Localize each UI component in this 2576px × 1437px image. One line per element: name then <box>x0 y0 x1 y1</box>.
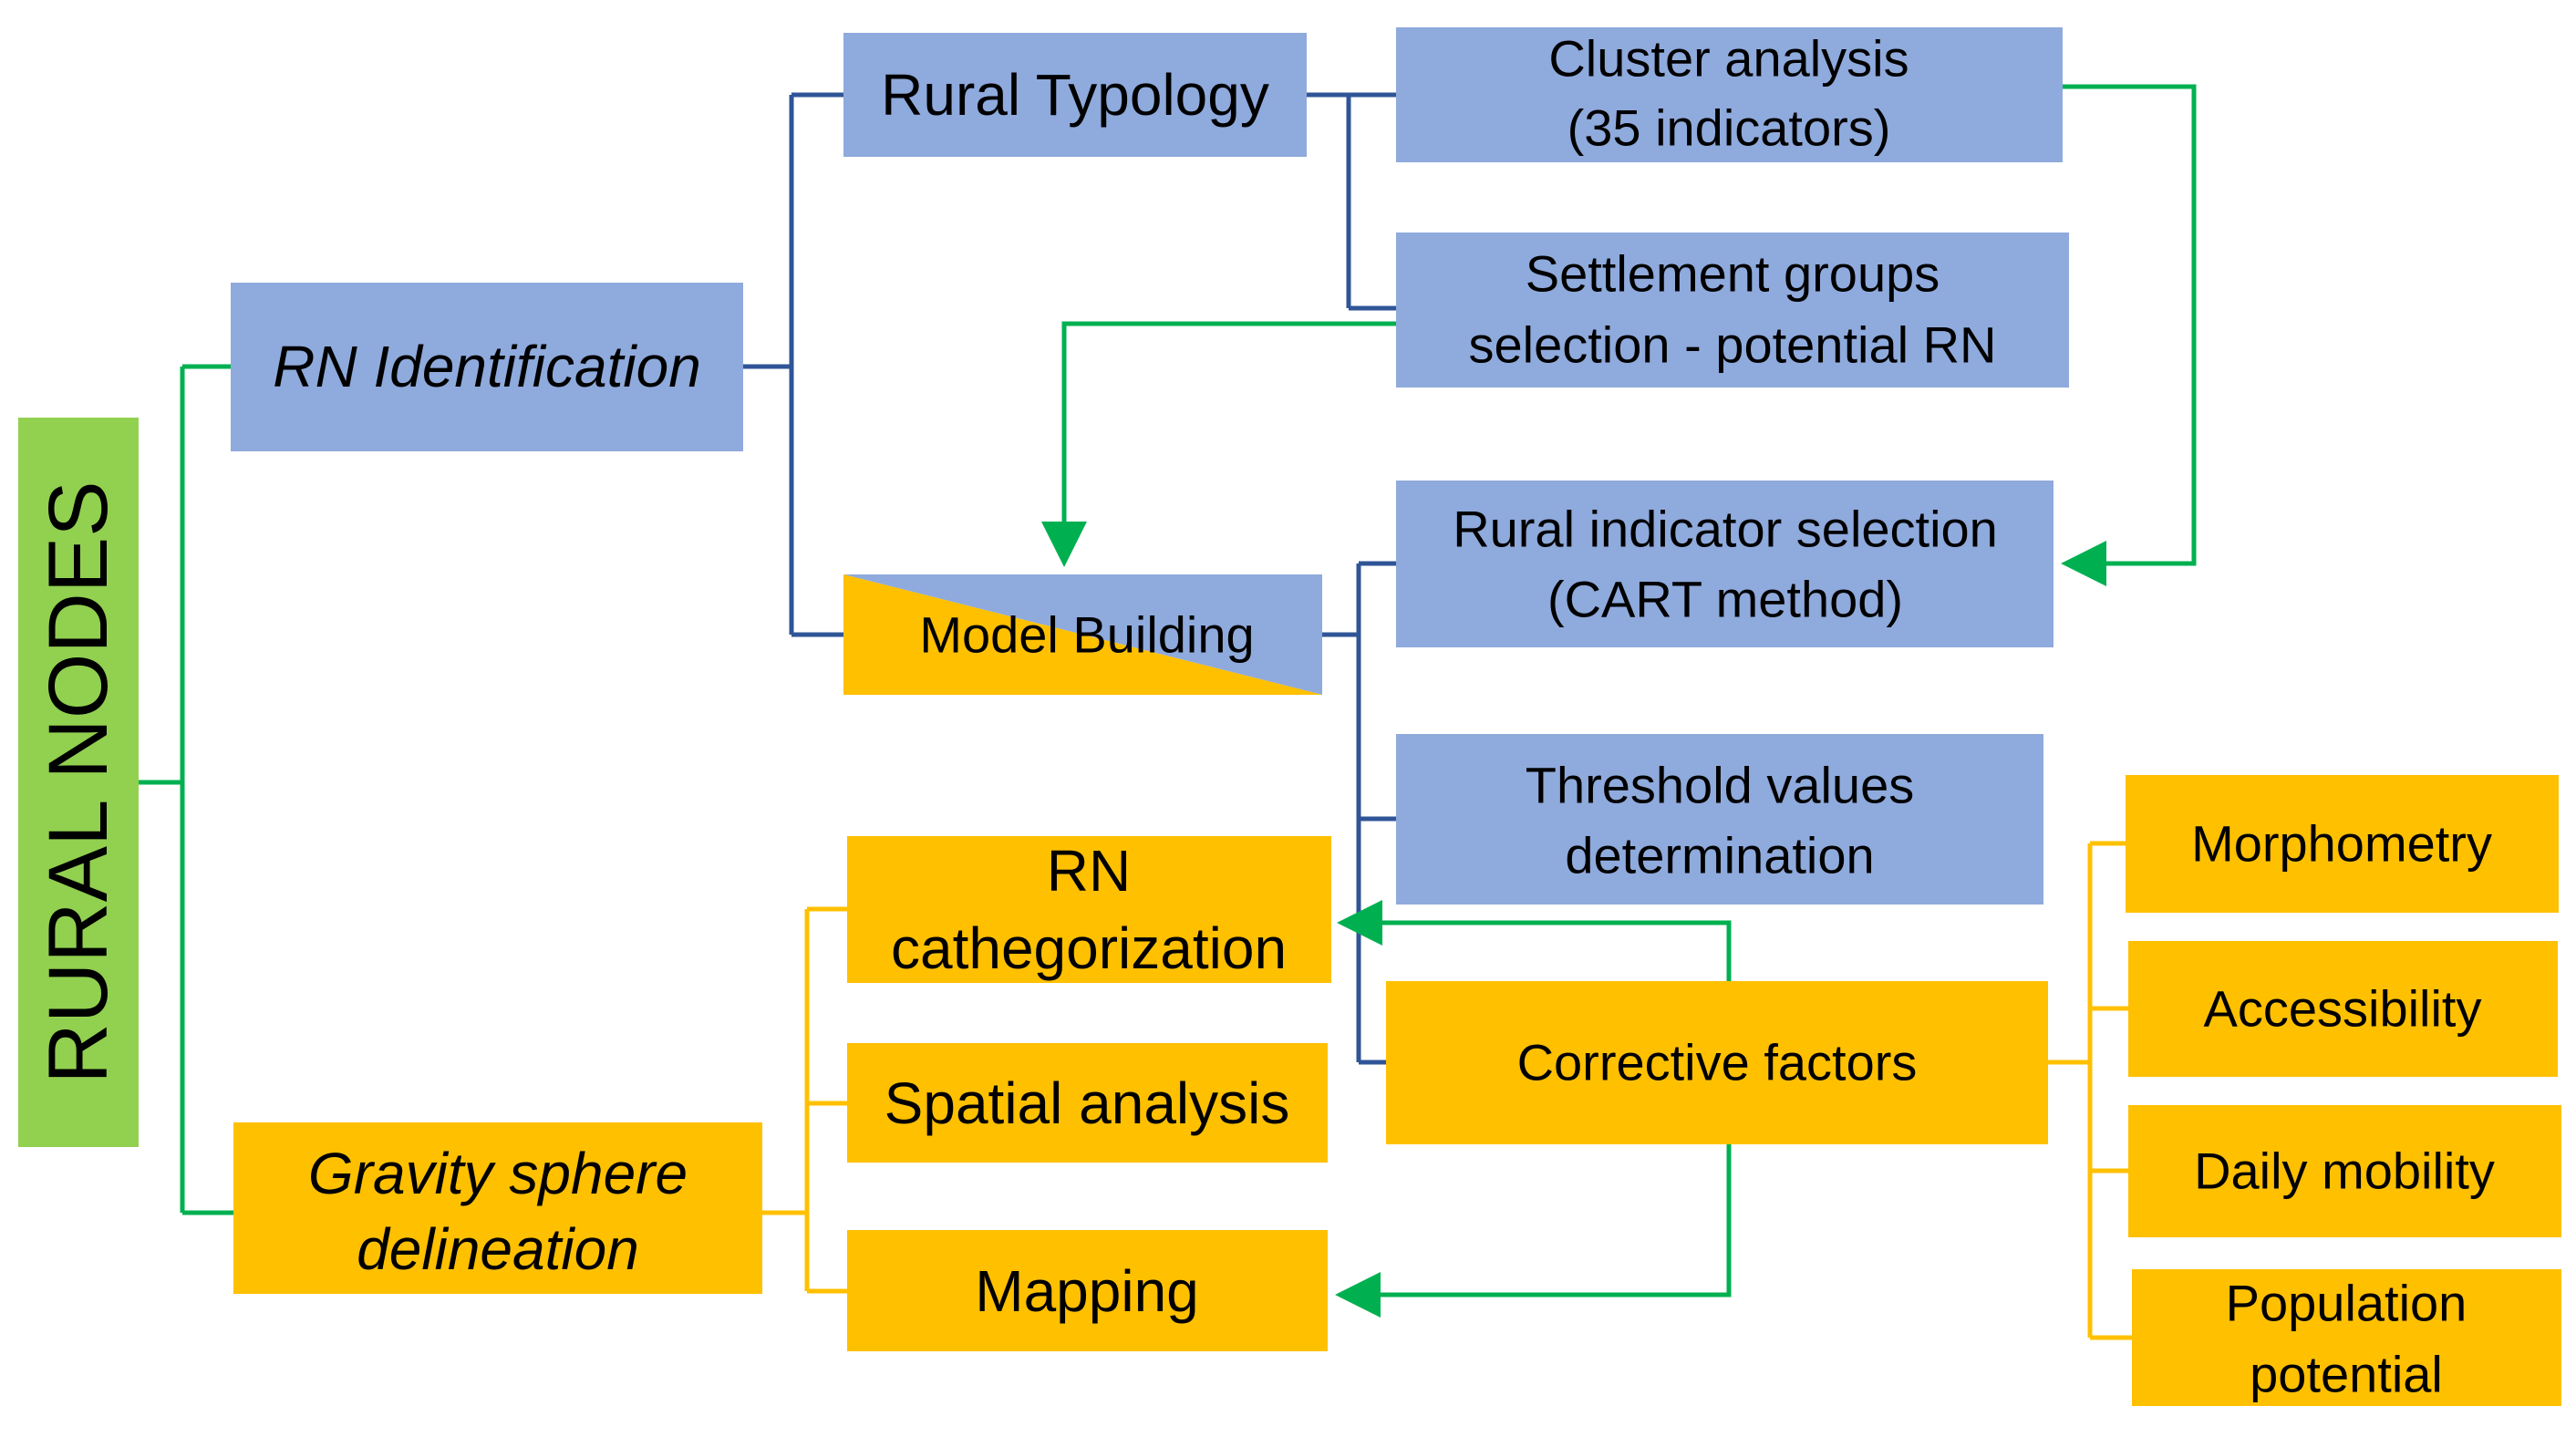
settlement-groups-label-line1: Settlement groups <box>1526 245 1940 303</box>
spatial-analysis-node: Spatial analysis <box>847 1043 1328 1163</box>
threshold-values-node: Threshold values determination <box>1396 734 2043 905</box>
rural-indicator-node: Rural indicator selection (CART method) <box>1396 481 2054 647</box>
corrective-factors-box <box>1386 981 2048 1144</box>
accessibility-box <box>2128 941 2558 1077</box>
morphometry-box <box>2126 775 2559 913</box>
gravity-sphere-node: Gravity sphere delineation <box>233 1122 762 1294</box>
rural-typology-label: Rural Typology <box>881 62 1269 128</box>
gravity-sphere-label-line1: Gravity sphere <box>308 1141 688 1206</box>
rural-indicator-label-line1: Rural indicator selection <box>1453 501 1998 558</box>
population-potential-node: Population potential <box>2132 1269 2561 1406</box>
corrective-to-categorization-arrow <box>1337 900 1732 981</box>
root-branch-connector <box>139 364 233 1215</box>
settlement-groups-label-line2: selection - potential RN <box>1469 316 1997 374</box>
accessibility-label: Accessibility <box>2204 980 2482 1038</box>
gravity-sphere-label-line2: delineation <box>357 1216 639 1282</box>
mapping-node: Mapping <box>847 1230 1328 1351</box>
gravity-sphere-box <box>233 1122 762 1294</box>
corrective-factors-connector <box>2048 841 2132 1340</box>
threshold-values-box <box>1396 734 2043 905</box>
threshold-values-label-line2: determination <box>1565 827 1874 884</box>
rn-identification-label: RN Identification <box>273 334 701 399</box>
boxes: RURAL NODES RN Identification Rural Typo… <box>18 27 2561 1406</box>
corrective-factors-node: Corrective factors <box>1386 981 2048 1144</box>
model-building-orange-half <box>843 574 1322 695</box>
rural-typology-connector <box>1307 92 1396 311</box>
spatial-analysis-box <box>847 1043 1328 1163</box>
cluster-analysis-label-line1: Cluster analysis <box>1548 30 1909 88</box>
rn-categorization-box <box>847 836 1331 983</box>
rural-indicator-label-line2: (CART method) <box>1547 571 1903 628</box>
mapping-label: Mapping <box>975 1258 1199 1324</box>
mapping-box <box>847 1230 1328 1351</box>
rural-typology-node: Rural Typology <box>843 33 1307 157</box>
accessibility-node: Accessibility <box>2128 941 2558 1077</box>
spatial-analysis-label: Spatial analysis <box>885 1070 1290 1136</box>
model-building-node: Model Building <box>843 574 1322 695</box>
threshold-values-label-line1: Threshold values <box>1526 757 1914 814</box>
daily-mobility-box <box>2128 1105 2561 1237</box>
morphometry-label: Morphometry <box>2191 815 2492 873</box>
settlement-groups-box <box>1396 233 2069 388</box>
daily-mobility-node: Daily mobility <box>2128 1105 2561 1237</box>
rn-categorization-node: RN cathegorization <box>847 836 1331 983</box>
population-potential-label-line1: Population <box>2226 1275 2467 1332</box>
rural-nodes-label: RURAL NODES <box>32 481 125 1083</box>
rn-identification-connector <box>743 92 843 637</box>
rn-categorization-label-line1: RN <box>1047 838 1131 904</box>
cluster-analysis-node: Cluster analysis (35 indicators) <box>1396 27 2063 162</box>
population-potential-box <box>2132 1269 2561 1406</box>
model-building-label: Model Building <box>919 606 1254 664</box>
model-building-connector <box>1322 561 1396 1065</box>
morphometry-node: Morphometry <box>2126 775 2559 913</box>
rural-nodes-box <box>18 418 139 1147</box>
corrective-factors-label: Corrective factors <box>1517 1034 1918 1091</box>
cluster-to-rural-indicator-arrow <box>2061 84 2197 586</box>
rural-nodes-root: RURAL NODES <box>18 418 139 1147</box>
cluster-analysis-label-line2: (35 indicators) <box>1567 99 1891 157</box>
rn-identification-box <box>231 283 743 451</box>
daily-mobility-label: Daily mobility <box>2194 1142 2495 1200</box>
connectors <box>139 84 2197 1340</box>
corrective-to-mapping-arrow <box>1335 1144 1732 1318</box>
settlement-to-model-building-arrow <box>1041 321 1396 567</box>
rural-indicator-box <box>1396 481 2054 647</box>
gravity-sphere-connector <box>762 906 847 1294</box>
settlement-groups-node: Settlement groups selection - potential … <box>1396 233 2069 388</box>
cluster-analysis-box <box>1396 27 2063 162</box>
rn-identification-node: RN Identification <box>231 283 743 451</box>
rural-typology-box <box>843 33 1307 157</box>
population-potential-label-line2: potential <box>2250 1346 2443 1403</box>
rn-categorization-label-line2: cathegorization <box>891 915 1287 981</box>
